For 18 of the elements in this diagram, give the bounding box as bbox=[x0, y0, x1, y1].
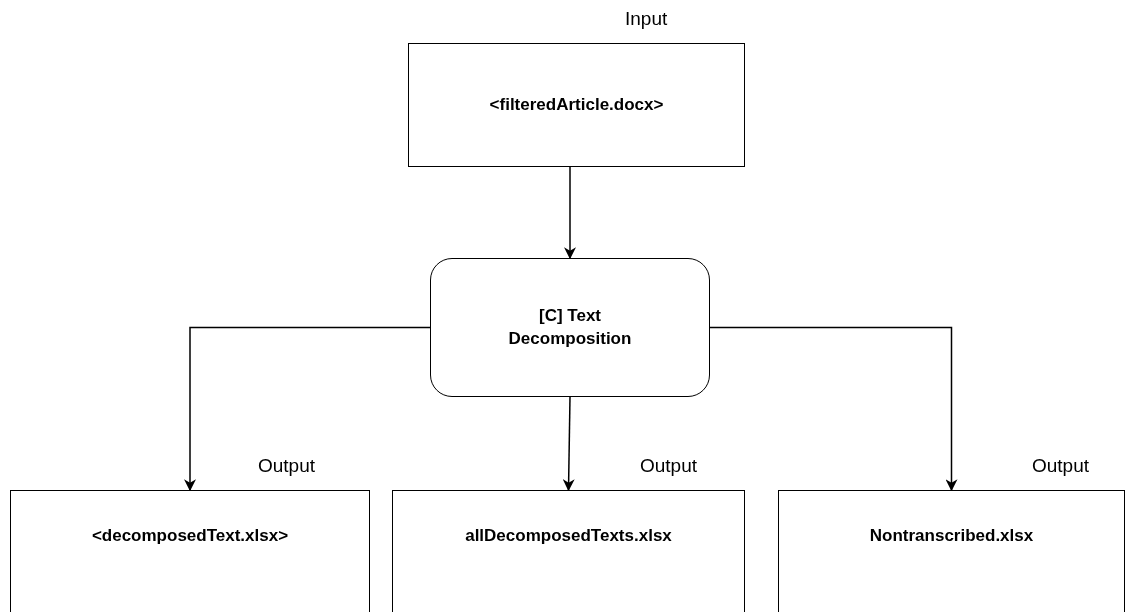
io-caption: Output bbox=[258, 455, 316, 477]
file-box bbox=[408, 43, 745, 167]
arrow bbox=[564, 166, 576, 260]
node-label: Nontranscribed.xlsx bbox=[869, 525, 1034, 547]
process-box bbox=[430, 258, 710, 397]
arrow bbox=[184, 326, 431, 492]
node-label: <filteredArticle.docx> bbox=[489, 94, 664, 116]
node-label: <decomposedText.xlsx> bbox=[91, 525, 289, 547]
arrow bbox=[709, 326, 958, 492]
node-label: allDecomposedTexts.xlsx bbox=[465, 525, 672, 547]
file-box bbox=[10, 490, 370, 612]
io-caption: Input bbox=[625, 8, 668, 30]
file-box bbox=[392, 490, 745, 612]
arrow bbox=[562, 396, 575, 492]
file-box bbox=[778, 490, 1125, 612]
node-label: [C] Text Decomposition bbox=[507, 305, 633, 350]
io-caption: Output bbox=[1032, 455, 1090, 477]
io-caption: Output bbox=[640, 455, 698, 477]
